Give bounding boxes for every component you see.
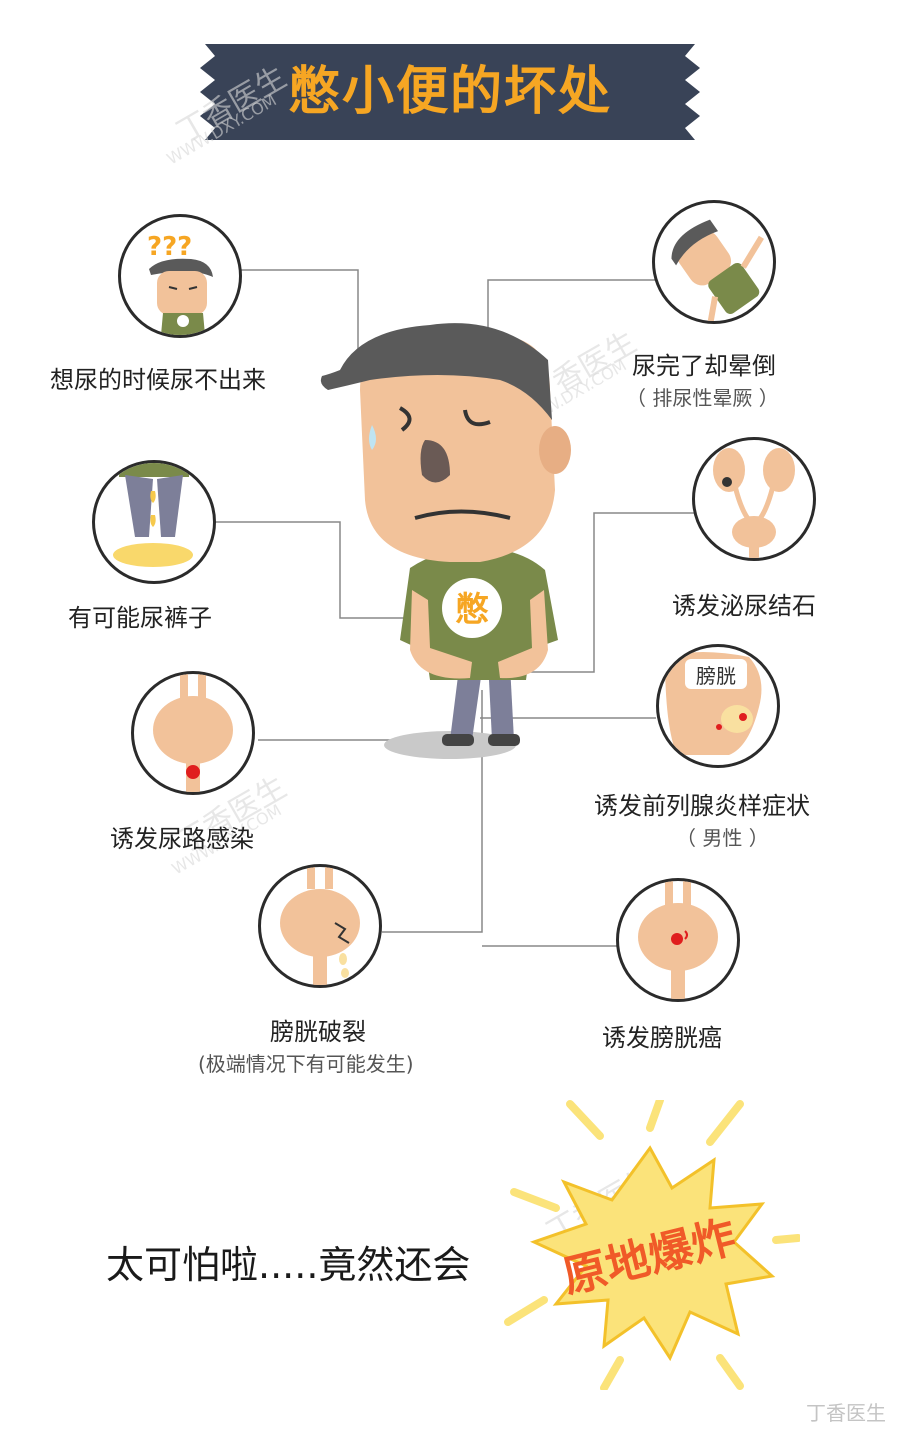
bubble-rupture bbox=[258, 864, 382, 988]
bladder-rupture-icon bbox=[280, 867, 360, 985]
bottom-text: 太可怕啦.....竟然还会 bbox=[106, 1243, 471, 1287]
item-note-faint: （ 排尿性晕厥 ） bbox=[626, 386, 779, 410]
bladder-cancer-icon bbox=[638, 881, 718, 999]
item-label-faint: 尿完了却晕倒 bbox=[632, 352, 776, 380]
title-banner: 憋小便的坏处 bbox=[195, 44, 705, 140]
fainted-person-icon bbox=[671, 219, 764, 321]
bubble-wet-pants bbox=[92, 460, 216, 584]
bubble-prostatitis: 膀胱 bbox=[656, 644, 780, 768]
wet-pants-icon bbox=[113, 463, 193, 567]
bubble-faint bbox=[652, 200, 776, 324]
confused-person-icon: ??? bbox=[147, 232, 213, 335]
item-label-wet-pants: 有可能尿裤子 bbox=[68, 604, 212, 632]
item-note-prostatitis: （ 男性 ） bbox=[676, 826, 769, 850]
bladder-prostate-icon: 膀胱 bbox=[665, 652, 762, 755]
question-marks-text: ??? bbox=[147, 232, 192, 262]
bladder-infection-icon bbox=[153, 674, 233, 792]
bubble-cancer bbox=[616, 878, 740, 1002]
badge-text: 憋 bbox=[455, 590, 489, 630]
item-label-prostatitis: 诱发前列腺炎样症状 bbox=[594, 792, 810, 820]
item-note-rupture: (极端情况下有可能发生) bbox=[198, 1052, 414, 1076]
item-label-stones: 诱发泌尿结石 bbox=[672, 592, 816, 620]
title-banner-shape bbox=[200, 44, 700, 140]
bladder-tag: 膀胱 bbox=[696, 664, 736, 688]
item-label-cancer: 诱发膀胱癌 bbox=[602, 1024, 722, 1052]
main-character: 憋 bbox=[320, 323, 571, 759]
bubble-uti bbox=[131, 671, 255, 795]
explosion-burst: 原地爆炸 bbox=[504, 1100, 800, 1390]
kidney-icon bbox=[713, 448, 795, 558]
bubble-stones bbox=[692, 437, 816, 561]
item-label-cannot-pee: 想尿的时候尿不出来 bbox=[50, 366, 266, 394]
page-title: 憋小便的坏处 bbox=[287, 62, 612, 122]
bubble-cannot-pee: ??? bbox=[118, 214, 242, 338]
item-label-uti: 诱发尿路感染 bbox=[110, 825, 254, 853]
item-label-rupture: 膀胱破裂 bbox=[270, 1018, 366, 1046]
corner-logo: 丁香医生 bbox=[806, 1401, 886, 1425]
